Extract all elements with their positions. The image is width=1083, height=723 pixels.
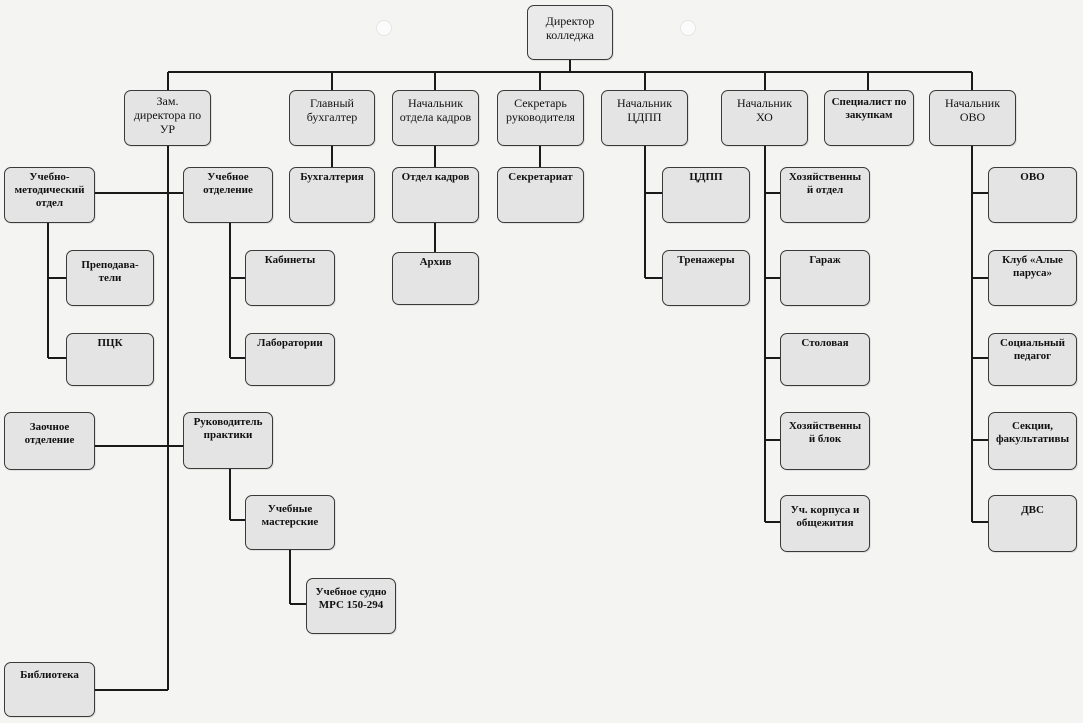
classrooms-box: Кабинеты	[245, 250, 335, 306]
hr-head-box: Начальник отдела кадров	[392, 90, 479, 146]
social-pedagogue-box: Социальный педагог	[988, 333, 1077, 386]
hr-dept-box: Отдел кадров	[392, 167, 479, 223]
archive-box: Архив	[392, 252, 479, 305]
chief-accountant-box: Главный бухгалтер	[289, 90, 375, 146]
punch-hole-right	[680, 20, 696, 36]
deputy-director-box: Зам. директора по УР	[124, 90, 211, 146]
simulators-box: Тренажеры	[662, 250, 750, 306]
pck-box: ПЦК	[66, 333, 154, 386]
teachers-box: Преподава- тели	[66, 250, 154, 306]
canteen-box: Столовая	[780, 333, 870, 386]
training-vessel-box: Учебное судно МРС 150-294	[306, 578, 396, 634]
sections-box: Секции, факультативы	[988, 412, 1077, 470]
maintenance-dept-box: Хозяйственны й отдел	[780, 167, 870, 223]
ovo-box: ОВО	[988, 167, 1077, 223]
director-box: Директор колледжа	[527, 5, 613, 60]
ovo-head-box: Начальник ОВО	[929, 90, 1016, 146]
garage-box: Гараж	[780, 250, 870, 306]
accounting-box: Бухгалтерия	[289, 167, 375, 223]
club-box: Клуб «Алые паруса»	[988, 250, 1077, 306]
laboratories-box: Лаборатории	[245, 333, 335, 386]
secretariat-box: Секретариат	[497, 167, 584, 223]
library-box: Библиотека	[4, 662, 95, 717]
workshops-box: Учебные мастерские	[245, 495, 335, 550]
dvs-box: ДВС	[988, 495, 1077, 552]
correspondence-dept-box: Заочное отделение	[4, 412, 95, 470]
academic-dept-box: Учебное отделение	[183, 167, 273, 223]
secretary-box: Секретарь руководителя	[497, 90, 584, 146]
cdpp-head-box: Начальник ЦДПП	[601, 90, 688, 146]
practice-head-box: Руководитель практики	[183, 412, 273, 469]
ho-head-box: Начальник ХО	[721, 90, 808, 146]
cdpp-box: ЦДПП	[662, 167, 750, 223]
methodical-dept-box: Учебно- методический отдел	[4, 167, 95, 223]
punch-hole-left	[376, 20, 392, 36]
buildings-dorms-box: Уч. корпуса и общежития	[780, 495, 870, 552]
maintenance-block-box: Хозяйственны й блок	[780, 412, 870, 470]
procurement-specialist-box: Специалист по закупкам	[824, 90, 914, 146]
